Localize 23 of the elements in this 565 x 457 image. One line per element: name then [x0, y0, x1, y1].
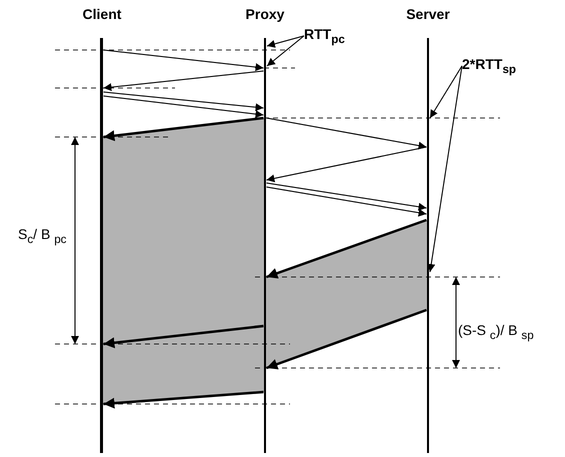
message-arrow: [103, 92, 264, 112]
interval-label: 2*RTT$_{sp}$: [462, 56, 516, 76]
message-arrow: [266, 218, 427, 278]
interval-label: RTT$_{pc}$: [304, 26, 345, 46]
leader-line: [430, 65, 462, 118]
message-arrow: [103, 324, 264, 348]
message-arrow: [266, 182, 427, 211]
leader-line: [266, 35, 304, 48]
message-arrow: [266, 186, 427, 217]
message-arrow: [103, 390, 264, 409]
participant-name: Client: [82, 6, 122, 22]
participant-name: Server: [405, 6, 451, 22]
leader-line: [266, 35, 304, 66]
message-arrow: [103, 50, 264, 72]
message-arrow: [266, 146, 427, 182]
message-arrow: [103, 70, 264, 92]
leader-line: [427, 65, 462, 272]
interval-label: (S-S $_{c}$)/ B $_{sp}$: [458, 322, 534, 342]
participant-name: Proxy: [244, 6, 286, 22]
message-arrow: [103, 116, 264, 142]
message-arrow: [266, 118, 427, 150]
message-arrow: [103, 96, 264, 118]
interval-label: S$_{c}$/ B $_{pc}$: [18, 226, 66, 246]
